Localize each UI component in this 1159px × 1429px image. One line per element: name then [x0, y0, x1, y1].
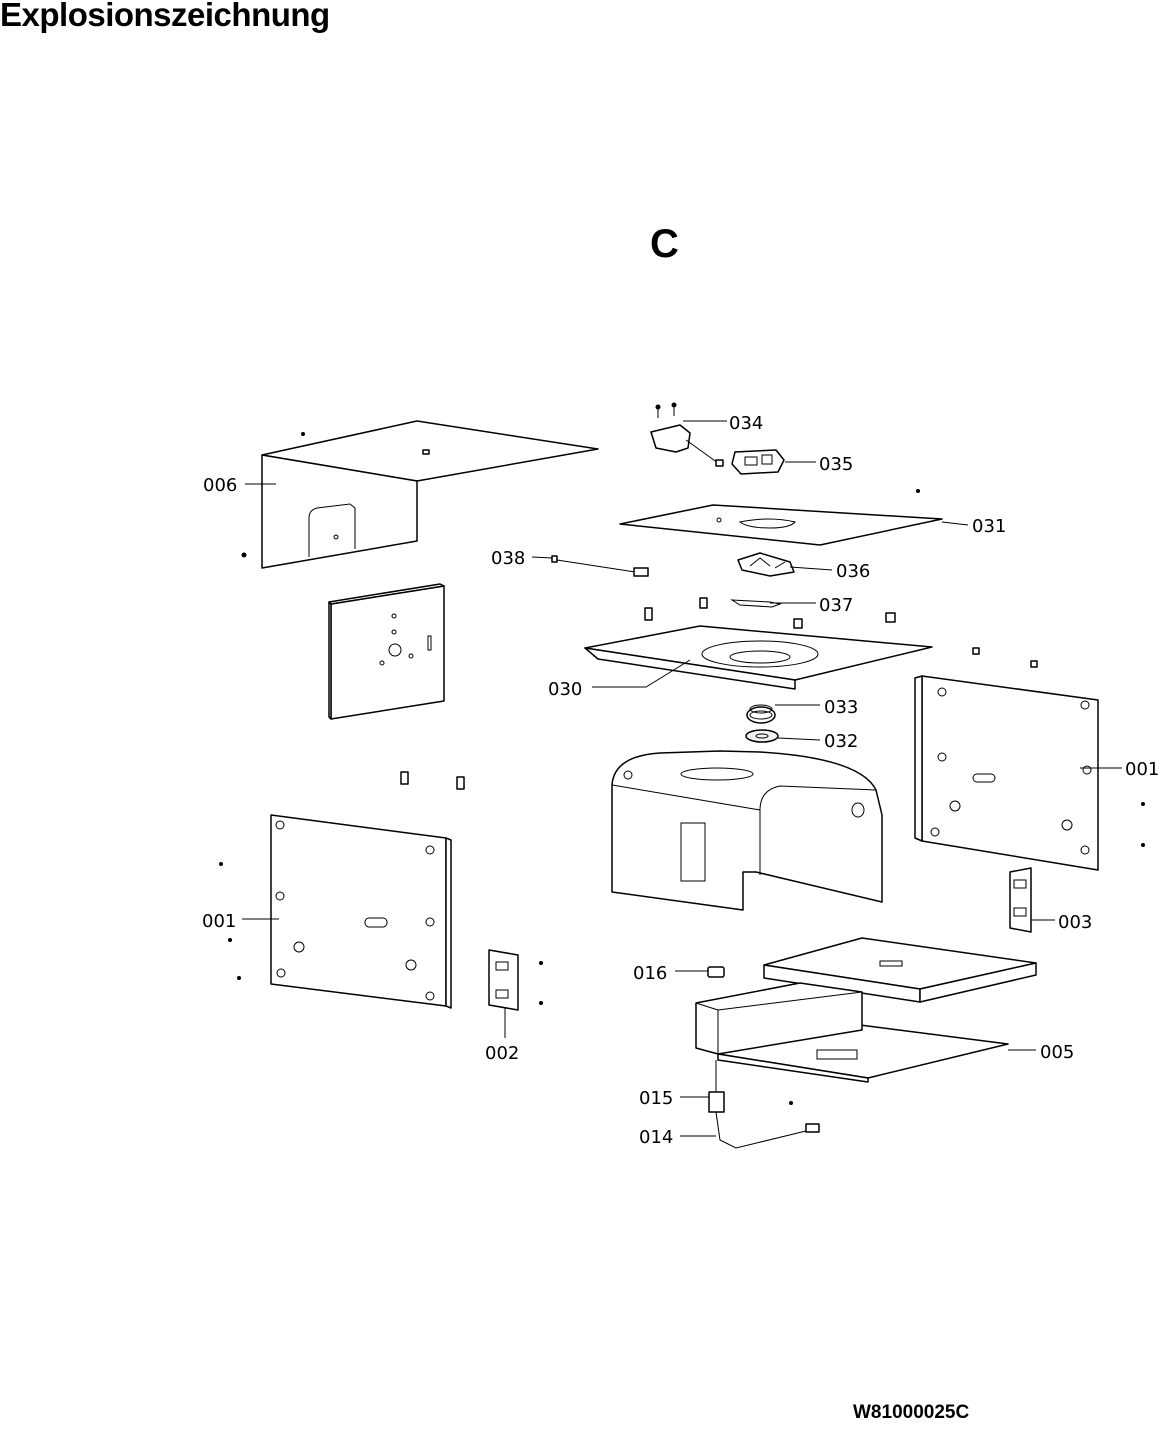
- callout-032: 032: [824, 731, 858, 752]
- part-box-panel: [328, 583, 445, 720]
- callout-034: 034: [729, 413, 763, 434]
- part-030-base-plate: [584, 625, 933, 690]
- part-clips: [400, 771, 465, 790]
- callout-030: 030: [548, 679, 582, 700]
- part-block: [763, 937, 1037, 1003]
- callout-016: 016: [633, 963, 667, 984]
- part-031-plate: [619, 504, 943, 546]
- page-title: Explosionszeichnung: [0, 0, 330, 33]
- callout-037: 037: [819, 595, 853, 616]
- part-006-top-cover: [241, 420, 599, 569]
- callout-035: 035: [819, 454, 853, 475]
- callout-002: 002: [485, 1043, 519, 1064]
- part-032-ring: [745, 729, 779, 743]
- part-038-cable: [551, 555, 649, 577]
- part-003-hinge: [1009, 867, 1032, 933]
- callout-033: 033: [824, 697, 858, 718]
- part-housing: [611, 750, 883, 911]
- leader-lines: [242, 420, 1122, 1137]
- part-005-base-tray: [695, 982, 1009, 1105]
- part-034-sensor: [650, 402, 724, 467]
- part-036-fan: [737, 552, 795, 577]
- part-002-hinge: [488, 949, 543, 1011]
- part-001-left-panel: [219, 814, 452, 1009]
- part-001-right-panel: [914, 675, 1145, 871]
- callout-006: 006: [203, 475, 237, 496]
- part-037-wire: [644, 597, 1038, 668]
- section-letter: C: [650, 222, 679, 266]
- callout-001-right: 001: [1125, 759, 1159, 780]
- part-015-014-cable: [708, 1060, 820, 1149]
- callout-015: 015: [639, 1088, 673, 1109]
- callout-036: 036: [836, 561, 870, 582]
- callout-014: 014: [639, 1127, 673, 1148]
- callout-001-left: 001: [202, 911, 236, 932]
- part-016-clip: [707, 966, 725, 978]
- callout-005: 005: [1040, 1042, 1074, 1063]
- document-id: W81000025C: [853, 1402, 970, 1423]
- part-033-coil: [746, 704, 776, 724]
- part-035-switch: [731, 449, 920, 493]
- callout-031: 031: [972, 516, 1006, 537]
- callout-labels: 006 034 035 031 038 036 037 030 033 032 …: [202, 413, 1159, 1148]
- callout-038: 038: [491, 548, 525, 569]
- callout-003: 003: [1058, 912, 1092, 933]
